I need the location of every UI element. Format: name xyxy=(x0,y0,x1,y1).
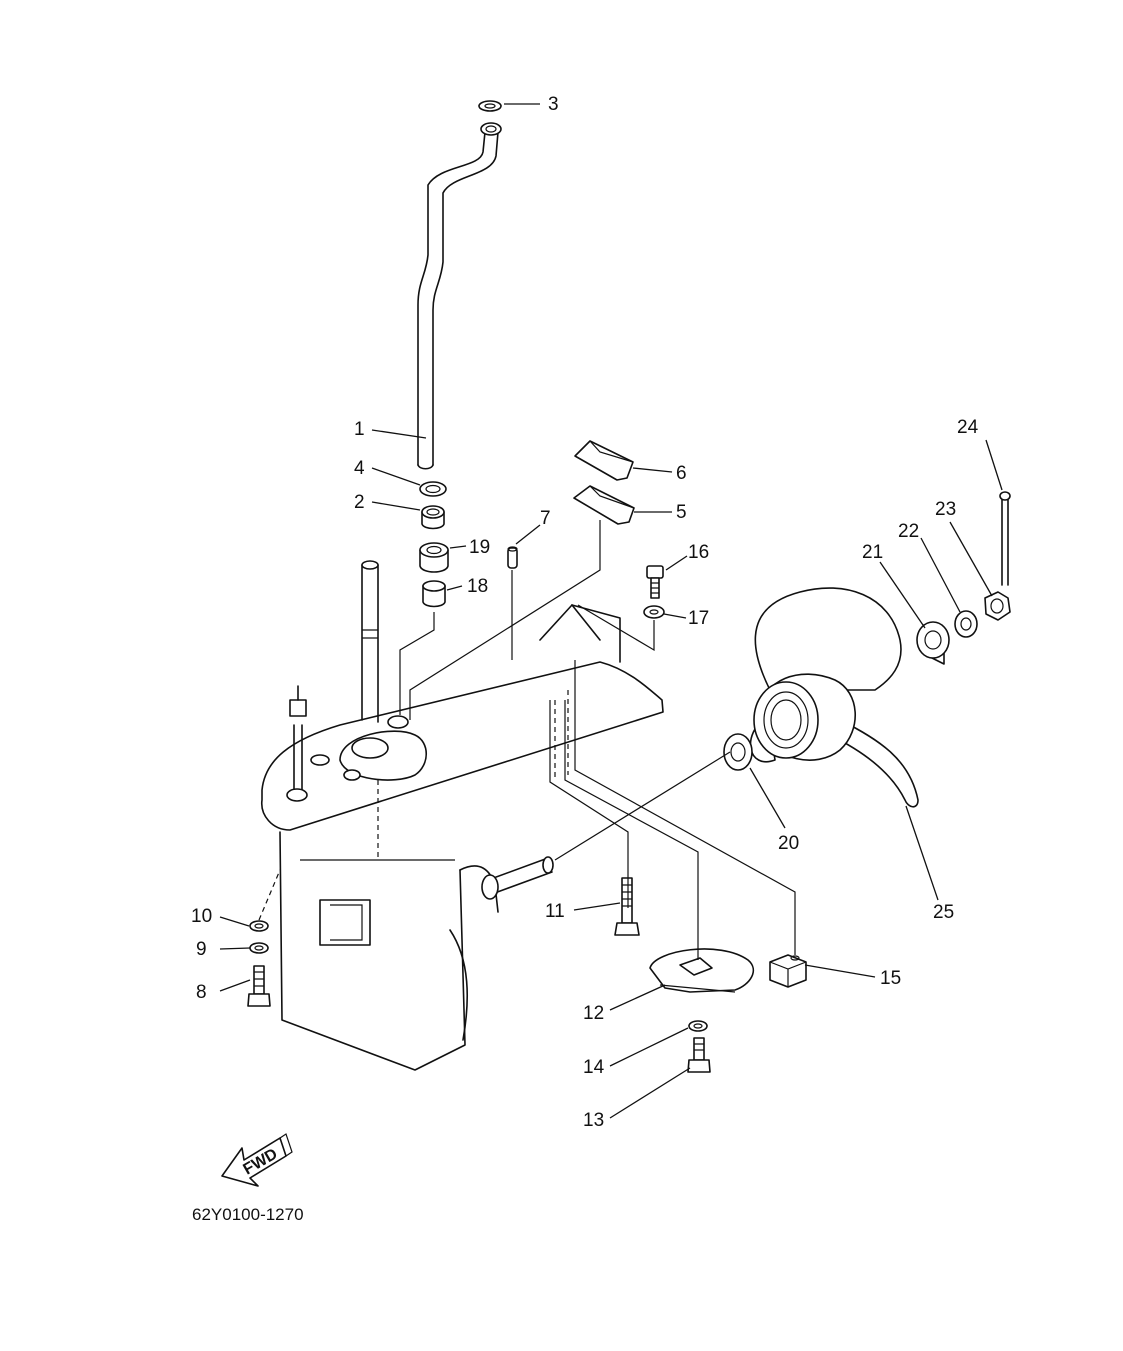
callout-12: 12 xyxy=(583,1003,604,1024)
fwd-arrow-icon: FWD xyxy=(221,1133,293,1187)
callout-10: 10 xyxy=(191,906,212,927)
callout-1: 1 xyxy=(354,419,365,440)
callout-20: 20 xyxy=(778,833,799,854)
part-4-grommet xyxy=(419,481,447,497)
part-24-cotter-pin xyxy=(999,491,1011,586)
part-1-water-tube xyxy=(417,122,502,470)
part-20-spacer xyxy=(723,733,753,771)
callout-2: 2 xyxy=(354,492,365,513)
callout-19: 19 xyxy=(469,537,490,558)
drawing-code: 62Y0100-1270 xyxy=(192,1205,304,1224)
callout-18: 18 xyxy=(467,576,488,597)
lower-case xyxy=(261,560,664,1071)
part-10-washer xyxy=(249,920,269,932)
part-12-trim-tab xyxy=(649,948,754,993)
callout-labels: 3 1 4 2 19 18 6 5 7 16 17 24 23 22 21 20… xyxy=(191,94,979,1131)
callout-25: 25 xyxy=(933,902,954,923)
part-9-washer xyxy=(249,942,269,954)
callout-5: 5 xyxy=(676,502,687,523)
part-7-dowel-pin xyxy=(507,546,518,569)
part-18-collar xyxy=(422,580,446,608)
part-14-washer xyxy=(688,1020,708,1032)
callout-14: 14 xyxy=(583,1057,605,1078)
assembly-guide-lines xyxy=(258,520,796,960)
callout-9: 9 xyxy=(196,939,207,960)
callout-23: 23 xyxy=(935,499,956,520)
callout-3: 3 xyxy=(548,94,559,115)
leader-lines xyxy=(219,103,1003,1119)
callout-11: 11 xyxy=(545,901,565,922)
part-23-prop-nut xyxy=(984,591,1011,621)
callout-16: 16 xyxy=(688,542,709,563)
callout-17: 17 xyxy=(688,608,709,629)
part-8-bolt xyxy=(247,965,271,1007)
part-2-seal xyxy=(421,505,445,530)
callout-21: 21 xyxy=(862,542,883,563)
part-25-propeller xyxy=(749,587,919,808)
part-17-washer xyxy=(643,605,665,619)
part-21-spacer xyxy=(916,621,950,665)
part-19-grommet xyxy=(419,542,449,573)
callout-24: 24 xyxy=(957,417,979,438)
callout-6: 6 xyxy=(676,463,687,484)
part-13-bolt xyxy=(687,1037,711,1073)
part-11-bolt xyxy=(614,877,640,936)
part-5-pad xyxy=(573,485,635,525)
part-3-washer xyxy=(478,100,502,112)
part-22-washer xyxy=(954,610,978,638)
part-6-pad xyxy=(574,440,634,481)
callout-4: 4 xyxy=(354,458,365,479)
callout-22: 22 xyxy=(898,521,919,542)
part-16-bolt xyxy=(646,565,664,599)
callout-8: 8 xyxy=(196,982,207,1003)
callout-15: 15 xyxy=(880,968,901,989)
callout-13: 13 xyxy=(583,1110,604,1131)
part-15-anode xyxy=(769,954,807,988)
callout-7: 7 xyxy=(540,508,551,529)
